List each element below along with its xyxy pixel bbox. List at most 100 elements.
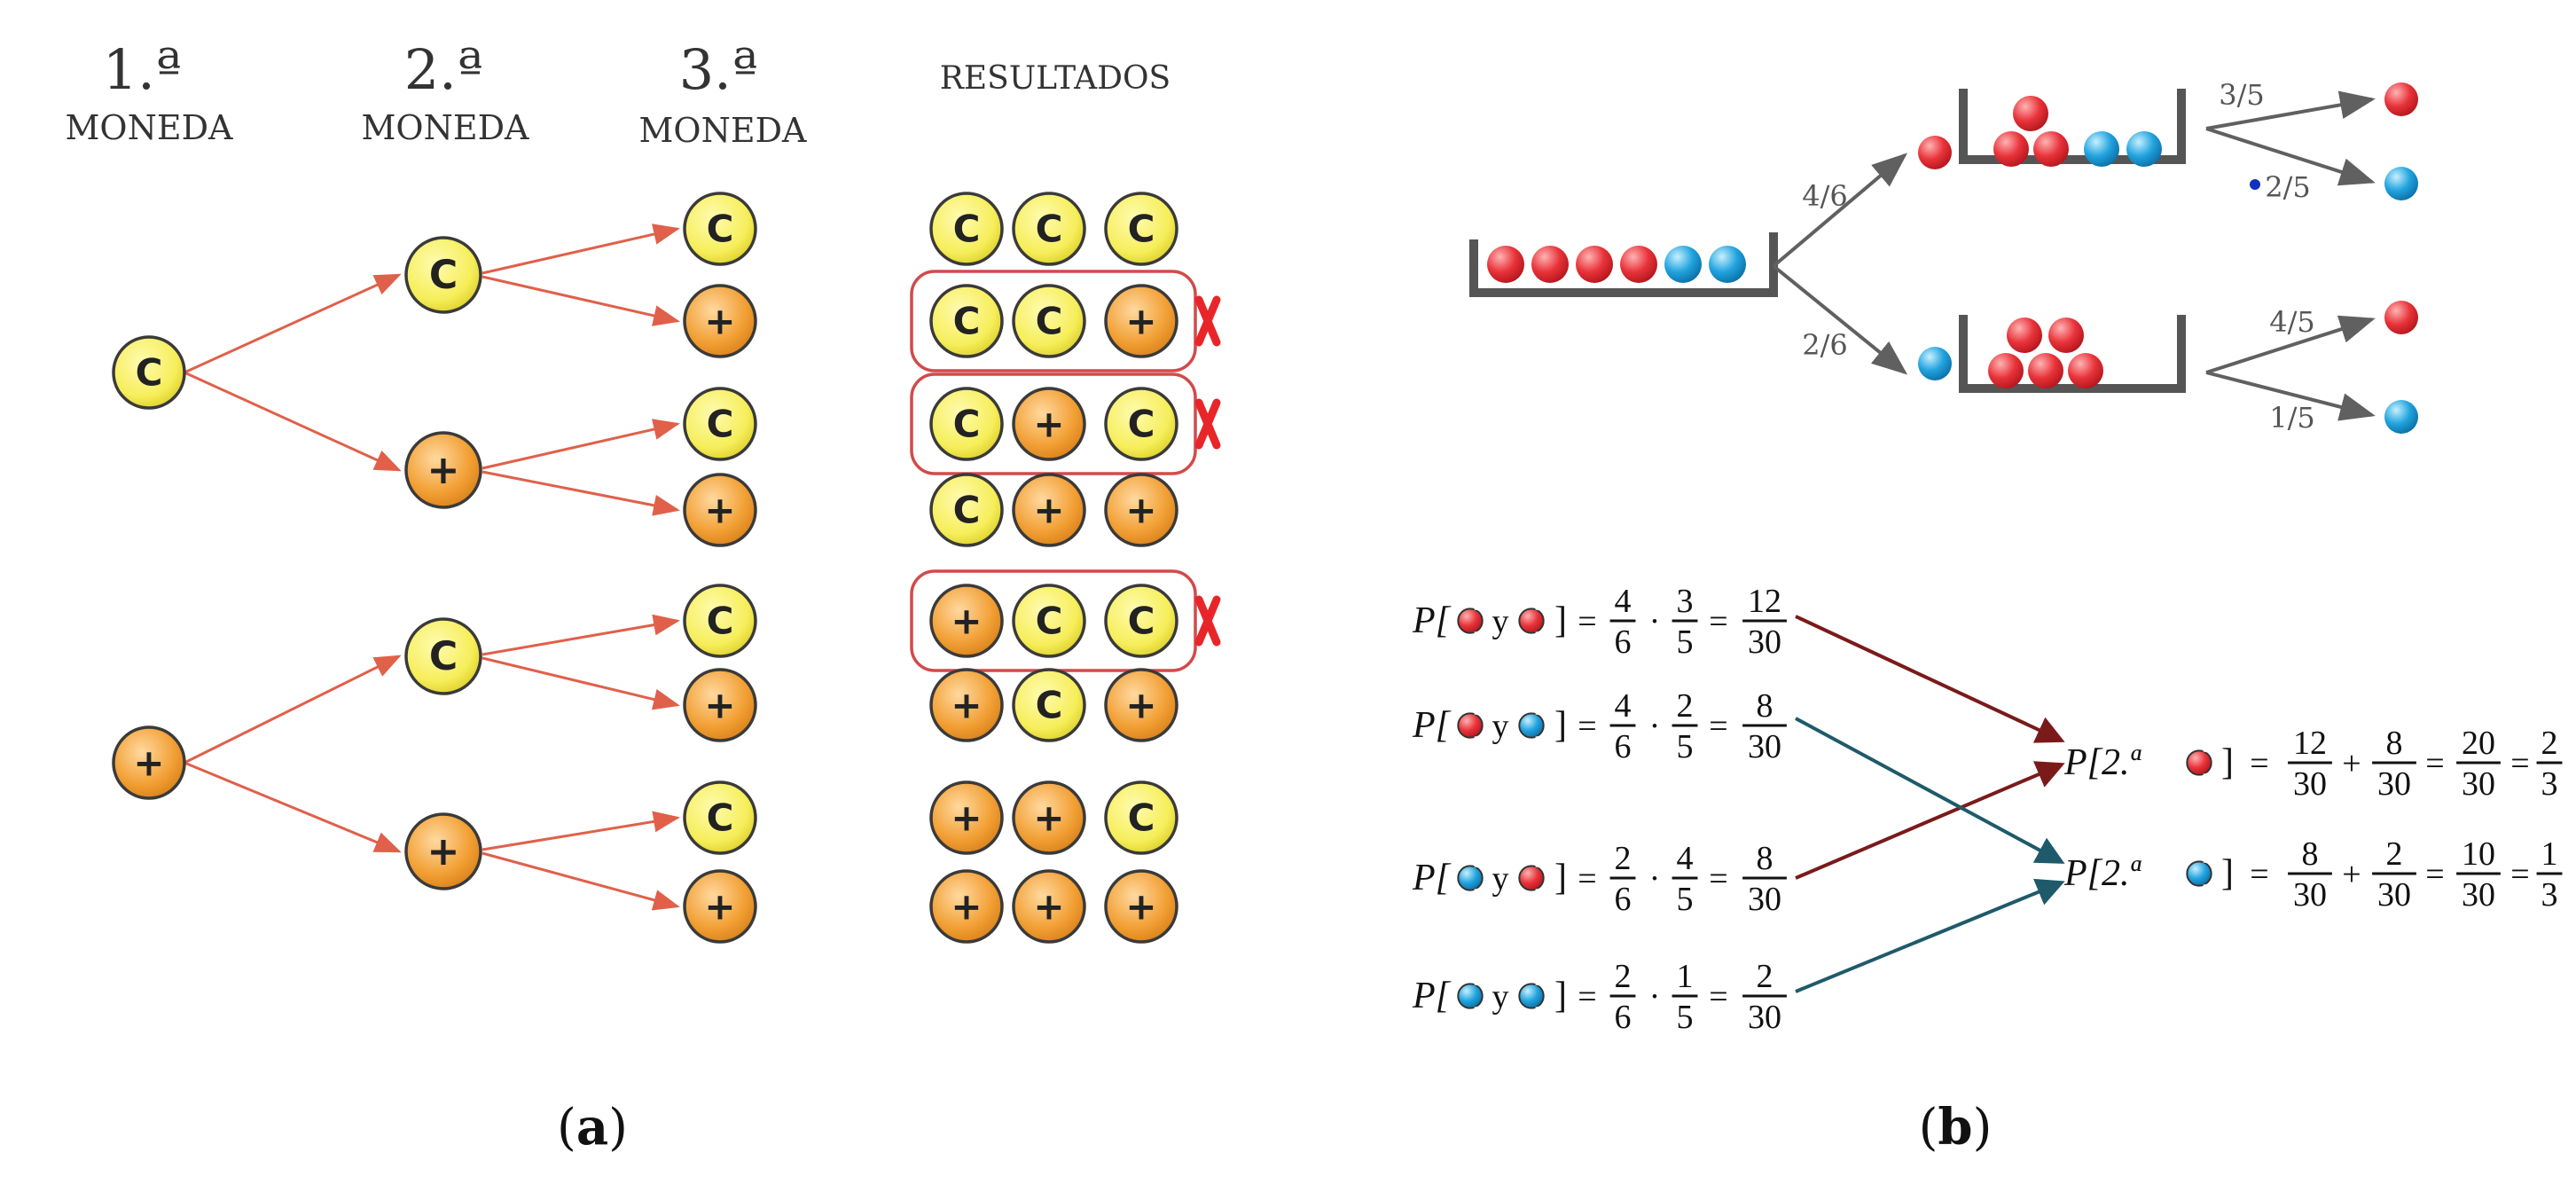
coin-symbol: C <box>1036 299 1063 342</box>
numerator: 2 <box>1677 687 1694 725</box>
blue-ball-symbol <box>1518 712 1549 739</box>
conjunction: y <box>1492 860 1509 898</box>
denominator: 30 <box>1748 999 1781 1036</box>
coin-face <box>1104 584 1178 658</box>
coin-tails: + <box>404 431 482 509</box>
coin-face <box>683 780 757 855</box>
product-equation: P[y]=26·15=230 <box>1412 958 1787 1036</box>
operator: = <box>1709 603 1727 640</box>
result-row: +++ <box>929 869 1178 944</box>
denominator: 30 <box>2293 765 2327 803</box>
fraction: 13 <box>2536 835 2563 914</box>
numerator: 20 <box>2462 725 2495 762</box>
blue-ball-symbol <box>1518 983 1549 1009</box>
header-coin-2: 2.ª MONEDA <box>362 37 530 147</box>
coin-heads: C <box>1104 192 1178 266</box>
cross-mark <box>1194 595 1221 647</box>
operator: = <box>1709 708 1727 745</box>
operator: = <box>1578 708 1596 745</box>
branch-arrow <box>184 761 402 853</box>
blue-dot <box>2250 179 2260 190</box>
coin-tree-panel: 1.ª MONEDA 2.ª MONEDA 3.ª MONEDA RESULTA… <box>66 37 1221 1157</box>
operator: = <box>1709 978 1727 1016</box>
operator: = <box>1578 603 1596 640</box>
coin-symbol: + <box>1033 402 1064 445</box>
coin-face <box>404 812 482 890</box>
coin-tails: + <box>929 584 1004 658</box>
coin-symbol: + <box>1033 884 1064 928</box>
coin-tails: + <box>1104 284 1178 358</box>
fraction: 46 <box>1609 687 1636 765</box>
ball-disc <box>2186 860 2212 887</box>
ball-disc <box>1457 712 1484 739</box>
arrow-bb-to-blue <box>1795 878 2065 993</box>
conjunction: y <box>1492 708 1509 745</box>
branch-arrow <box>184 655 402 765</box>
cross-mark <box>1194 398 1221 450</box>
sum-equations: P[2.ª]=1230+830=2030=23P[2.ª]=830+230=10… <box>2063 725 2563 914</box>
branch-first-red <box>1772 153 1908 268</box>
numerator: 1 <box>2541 835 2558 873</box>
coin-tails: + <box>1012 473 1086 547</box>
tree-arrows <box>184 224 680 911</box>
coin-heads: C <box>1012 668 1086 742</box>
numerator: 4 <box>1615 583 1632 620</box>
fraction: 230 <box>1742 958 1787 1036</box>
operator: ] <box>1554 600 1567 641</box>
operator: · <box>1649 603 1661 640</box>
coin-heads: C <box>683 387 757 461</box>
coin-tails: + <box>1012 780 1086 855</box>
coin-tails: + <box>1104 668 1178 742</box>
denominator: 6 <box>1615 999 1632 1036</box>
denominator: 30 <box>2462 876 2495 914</box>
coin-symbol: + <box>951 683 982 726</box>
product-equations: P[y]=46·35=1230P[y]=46·25=830P[y]=26·45=… <box>1412 583 1787 1036</box>
header-ordinal: 3.ª <box>679 37 758 102</box>
branch-blue-red <box>2205 315 2376 374</box>
conjunction: y <box>1492 978 1509 1016</box>
coin-heads: C <box>1104 780 1178 855</box>
denominator: 30 <box>1748 623 1781 661</box>
denominator: 30 <box>2293 876 2327 914</box>
branch-arrow <box>184 273 402 374</box>
ball-highlight <box>2203 860 2217 887</box>
denominator: 6 <box>1615 623 1632 661</box>
operator: ] <box>1554 858 1567 898</box>
coin-tails: + <box>404 812 482 890</box>
coin-symbol: C <box>707 599 734 642</box>
fraction: 46 <box>1609 583 1636 661</box>
coin-face <box>683 668 757 742</box>
branch-arrow <box>482 470 680 516</box>
numerator: 4 <box>1615 687 1632 725</box>
red-ball <box>2033 131 2069 167</box>
prob-prefix: P[2.ª <box>2063 853 2142 894</box>
coin-symbol: C <box>707 207 734 250</box>
red-ball-symbol <box>1518 608 1549 634</box>
coin-symbol: + <box>951 796 982 839</box>
prob-blue-red: 4/5 <box>2269 305 2315 339</box>
coin-heads: C <box>929 192 1004 266</box>
denominator: 30 <box>2462 765 2495 803</box>
ball-disc <box>1457 865 1484 891</box>
urn-after-blue-balls <box>1988 318 2103 388</box>
panel-a-label: (a) <box>557 1098 628 1157</box>
conjunction: y <box>1492 603 1509 640</box>
numerator: 2 <box>1615 958 1632 995</box>
header-ordinal: 1.ª <box>103 37 182 102</box>
drawn-red-ball <box>1918 136 1952 169</box>
coin-tails: + <box>1012 869 1086 944</box>
coin-heads: C <box>929 473 1004 547</box>
arrow-rb-to-blue <box>1795 717 2065 864</box>
coin-face <box>1012 668 1086 742</box>
ball-highlight <box>1474 712 1488 739</box>
ball-disc <box>2186 749 2212 776</box>
coin-face <box>929 473 1004 547</box>
branch-arrow <box>482 851 680 911</box>
drawn-blue-ball <box>1918 347 1952 380</box>
coin-symbol: + <box>951 599 982 642</box>
coin-symbol: C <box>429 253 458 298</box>
operator: · <box>1649 978 1661 1016</box>
